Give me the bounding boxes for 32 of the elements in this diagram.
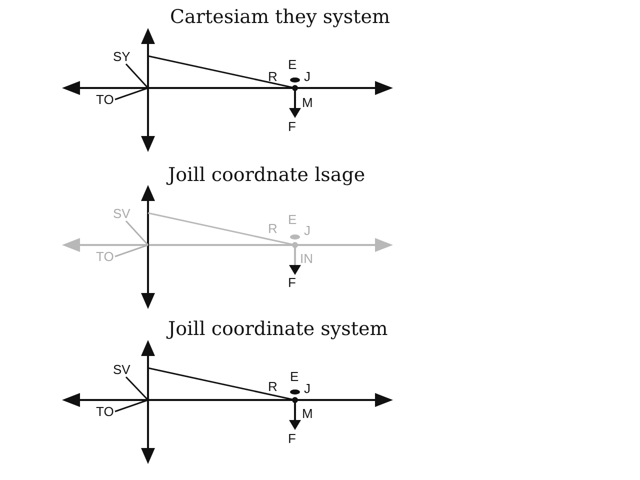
point-label: J [304,382,310,395]
coordinate-axes [62,28,393,152]
point-label: F [288,120,296,133]
leader-line [125,376,149,401]
point-label: R [268,222,278,235]
point-label: SY [113,50,130,63]
point-label: F [288,276,296,289]
coordinate-axes [62,340,393,464]
leader-line [114,399,148,412]
point-label: R [268,70,278,83]
point-label: TO [96,250,114,263]
coordinate-axes [62,185,393,309]
panel-title: Joill coordnate lsage [168,166,366,185]
leader-line [114,87,148,100]
point-label: E [288,58,297,71]
point-label: R [268,380,278,393]
point-label: E [290,370,299,383]
point-label: M [302,407,313,420]
panel-title: Joill coordinate system [168,320,388,339]
point-label: J [304,70,310,83]
point-label: IN [300,252,313,265]
point-label: J [304,224,310,237]
point-label: SV [113,207,130,220]
point-label: TO [96,405,114,418]
point-label: E [288,213,297,226]
point-label: TO [96,93,114,106]
point-label: F [288,432,296,445]
leader-line [114,244,148,258]
point-label: SV [113,363,130,376]
leader-line [125,64,149,88]
point-label: M [302,96,313,109]
leader-line [125,220,149,246]
